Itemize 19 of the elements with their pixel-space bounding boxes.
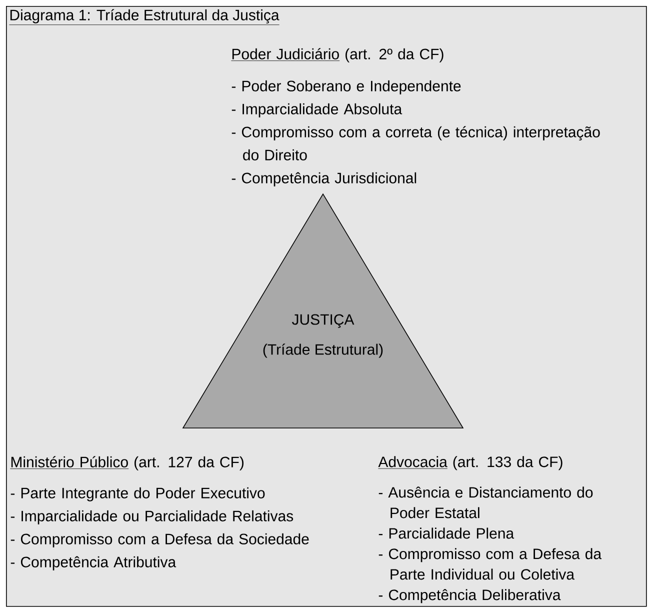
list-item: - Parte Integrante do Poder Executivo [10,487,265,502]
section-heading: Advocacia (art. 133 da CF) [378,456,562,470]
list-item: - Competência Jurisdicional [232,172,416,186]
triangle-label: JUSTIÇA [292,314,354,328]
diagram-title: Diagrama 1: Tríade Estrutural da Justiça [9,9,280,25]
list-item: - Competência Deliberativa [378,589,561,604]
frame-box [6,6,647,607]
list-item: - Imparcialidade ou Parcialidade Relativas [10,510,294,524]
section-heading: Poder Judiciário (art. 2º da CF) [231,48,444,62]
list-item: - Compromisso com a Defesa da Sociedade [10,533,309,548]
list-item: - Compromisso com a Defesa da Parte Individual ou Coletiva [378,548,602,580]
list-item: - Ausência e Distanciamento do Poder Estatal [378,486,593,518]
triangle-label: (Tríade Estrutural) [263,344,383,358]
list-item: - Compromisso com a correta (e técnica) interpretação do Direito [232,126,600,160]
section-heading: Ministério Público (art. 127 da CF) [10,456,244,470]
list-item: - Competência Atributiva [10,556,176,570]
list-item: - Parcialidade Plena [378,528,514,539]
list-item: - Poder Soberano e Independente [232,80,461,94]
list-item: - Imparcialidade Absoluta [232,103,402,118]
